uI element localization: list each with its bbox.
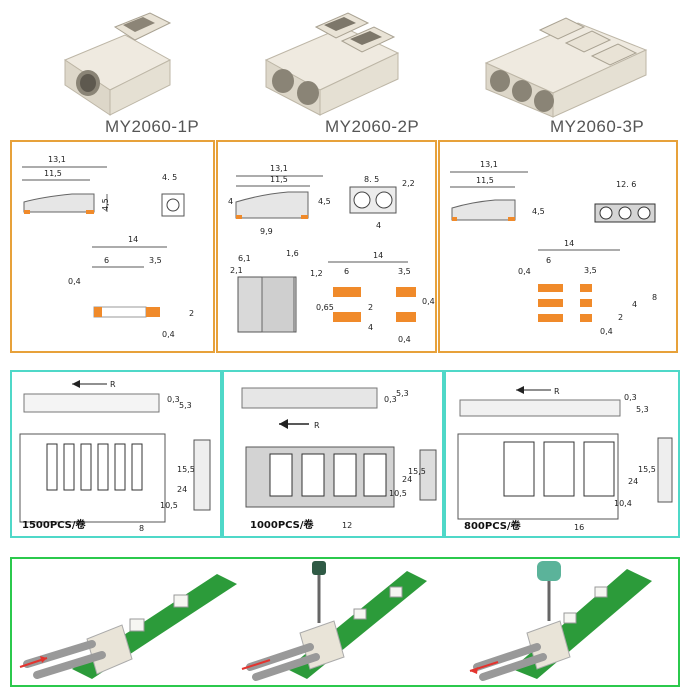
dim-3p-4: 4 — [632, 300, 637, 309]
reel-quantity-1p: 1500PCS/卷 — [22, 518, 87, 531]
dim-1p-4-5w: 4. 5 — [162, 173, 177, 182]
dim-2p-0-65: 0,65 — [316, 303, 334, 312]
dim-reel-3p-24: 24 — [628, 477, 638, 486]
dim-1p-14: 14 — [128, 235, 138, 244]
dim-3p-0-4b: 0,4 — [600, 327, 613, 336]
dim-2p-1-2: 1,2 — [310, 269, 323, 278]
dim-1p-0-4b: 0,4 — [162, 330, 175, 339]
dim-2p-2-1: 2,1 — [230, 266, 243, 275]
dim-3p-6: 6 — [546, 256, 551, 265]
model-label-1p: MY2060-1P — [105, 117, 200, 136]
dim-2p-2: 2 — [368, 303, 373, 312]
dim-2p-1-6: 1,6 — [286, 249, 299, 258]
dim-reel-2p-12: 12 — [342, 521, 352, 530]
product-3p — [478, 5, 653, 120]
dim-2p-11-5: 11,5 — [270, 175, 288, 184]
dim-2p-8-5: 8. 5 — [364, 175, 379, 184]
tape-reel-drawing-1p: R 0,3 5,3 15,5 24 10,5 1500PCS/卷 8 — [19, 380, 211, 533]
dim-reel-2p-5-3: 5,3 — [396, 389, 409, 398]
model-label-3p: MY2060-3P — [550, 117, 645, 136]
dimension-drawing-2p: 13,1 11,5 4 4,5 9,9 8. 5 2,2 4 6,1 2,1 1… — [228, 164, 435, 344]
reel-quantity-2p: 1000PCS/卷 — [250, 518, 315, 531]
dimension-panel-3p: 13,1 11,5 4,5 12. 6 14 6 3,5 0,4 4 8 2 0… — [438, 140, 678, 353]
packaging-panel-1p: R 0,3 5,3 15,5 24 10,5 1500PCS/卷 8 — [10, 370, 222, 538]
usage-illustrations — [19, 561, 652, 681]
dimension-drawing-3p: 13,1 11,5 4,5 12. 6 14 6 3,5 0,4 4 8 2 0… — [450, 160, 657, 336]
dim-1p-11-5: 11,5 — [44, 169, 62, 178]
dim-2p-0-4b: 0,4 — [398, 335, 411, 344]
dim-reel-2p-0-3: 0,3 — [384, 395, 397, 404]
dim-3p-8: 8 — [652, 293, 657, 302]
connector-1p-image — [63, 12, 172, 116]
dim-reel-2p-15-5: 15,5 — [408, 467, 426, 476]
dim-3p-0-4: 0,4 — [518, 267, 531, 276]
dim-reel-3p-16: 16 — [574, 523, 584, 532]
dim-2p-4b: 4 — [376, 221, 381, 230]
dim-1p-6: 6 — [104, 256, 109, 265]
dim-3p-12-6: 12. 6 — [616, 180, 636, 189]
dim-reel-3p-15-5: 15,5 — [638, 465, 656, 474]
dim-reel-2p-24: 24 — [402, 475, 412, 484]
dim-1p-13-1: 13,1 — [48, 155, 66, 164]
usage-step-release — [469, 561, 652, 681]
reel-direction-2p: R — [314, 421, 320, 430]
usage-step-insert — [19, 574, 237, 679]
dim-2p-4: 4 — [228, 197, 233, 206]
dim-reel-3p-5-3: 5,3 — [636, 405, 649, 414]
product-1p — [55, 5, 185, 120]
dim-reel-3p-0-3: 0,3 — [624, 393, 637, 402]
packaging-panel-2p: R 0,3 5,3 15,5 24 10,5 1000PCS/卷 12 — [222, 370, 444, 538]
connector-2p-image — [264, 12, 400, 116]
model-label-2p: MY2060-2P — [325, 117, 420, 136]
dim-2p-14: 14 — [373, 251, 383, 260]
dim-2p-2-2: 2,2 — [402, 179, 415, 188]
product-2p — [258, 5, 408, 120]
dim-3p-3-5: 3,5 — [584, 266, 597, 275]
tape-reel-drawing-2p: R 0,3 5,3 15,5 24 10,5 1000PCS/卷 12 — [241, 387, 437, 531]
reel-direction-3p: R — [554, 387, 560, 396]
dim-reel-2p-10-5: 10,5 — [389, 489, 407, 498]
dim-2p-4c: 4 — [368, 323, 373, 332]
dim-reel-1p-8: 8 — [139, 524, 144, 533]
dim-reel-1p-5-3: 5,3 — [179, 401, 192, 410]
dim-3p-14: 14 — [564, 239, 574, 248]
usage-panel — [10, 557, 680, 687]
dim-2p-0-4: 0,4 — [422, 297, 435, 306]
connector-3p-image — [484, 17, 648, 118]
reel-quantity-3p: 800PCS/卷 — [464, 519, 522, 532]
dim-1p-3-5: 3,5 — [149, 256, 162, 265]
dim-2p-3-5: 3,5 — [398, 267, 411, 276]
dim-1p-4-5: 4,5 — [101, 198, 110, 211]
dim-reel-1p-0-3: 0,3 — [167, 395, 180, 404]
dim-reel-1p-24: 24 — [177, 485, 187, 494]
dim-2p-13-1: 13,1 — [270, 164, 288, 173]
reel-direction-1p: R — [110, 380, 116, 389]
dim-reel-1p-15-5: 15,5 — [177, 465, 195, 474]
tape-reel-drawing-3p: R 0,3 5,3 15,5 24 10,4 800PCS/卷 16 — [457, 386, 673, 532]
dimension-drawing-1p: 13,1 11,5 4,5 4. 5 14 6 3,5 0,4 2 0,4 — [22, 155, 194, 339]
dim-3p-4-5: 4,5 — [532, 207, 545, 216]
dim-2p-9-9: 9,9 — [260, 227, 273, 236]
dim-3p-11-5: 11,5 — [476, 176, 494, 185]
dim-2p-6-1: 6,1 — [238, 254, 251, 263]
dim-2p-6: 6 — [344, 267, 349, 276]
dim-3p-2: 2 — [618, 313, 623, 322]
dimension-panel-2p: 13,1 11,5 4 4,5 9,9 8. 5 2,2 4 6,1 2,1 1… — [216, 140, 437, 353]
dimension-panel-1p: 13,1 11,5 4,5 4. 5 14 6 3,5 0,4 2 0,4 — [10, 140, 215, 353]
usage-step-press — [241, 561, 427, 681]
dim-2p-4-5: 4,5 — [318, 197, 331, 206]
dim-3p-13-1: 13,1 — [480, 160, 498, 169]
dim-1p-2: 2 — [189, 309, 194, 318]
dim-1p-0-4a: 0,4 — [68, 277, 81, 286]
packaging-panel-3p: R 0,3 5,3 15,5 24 10,4 800PCS/卷 16 — [444, 370, 680, 538]
dim-reel-3p-10-4: 10,4 — [614, 499, 632, 508]
dim-reel-1p-10-5: 10,5 — [160, 501, 178, 510]
